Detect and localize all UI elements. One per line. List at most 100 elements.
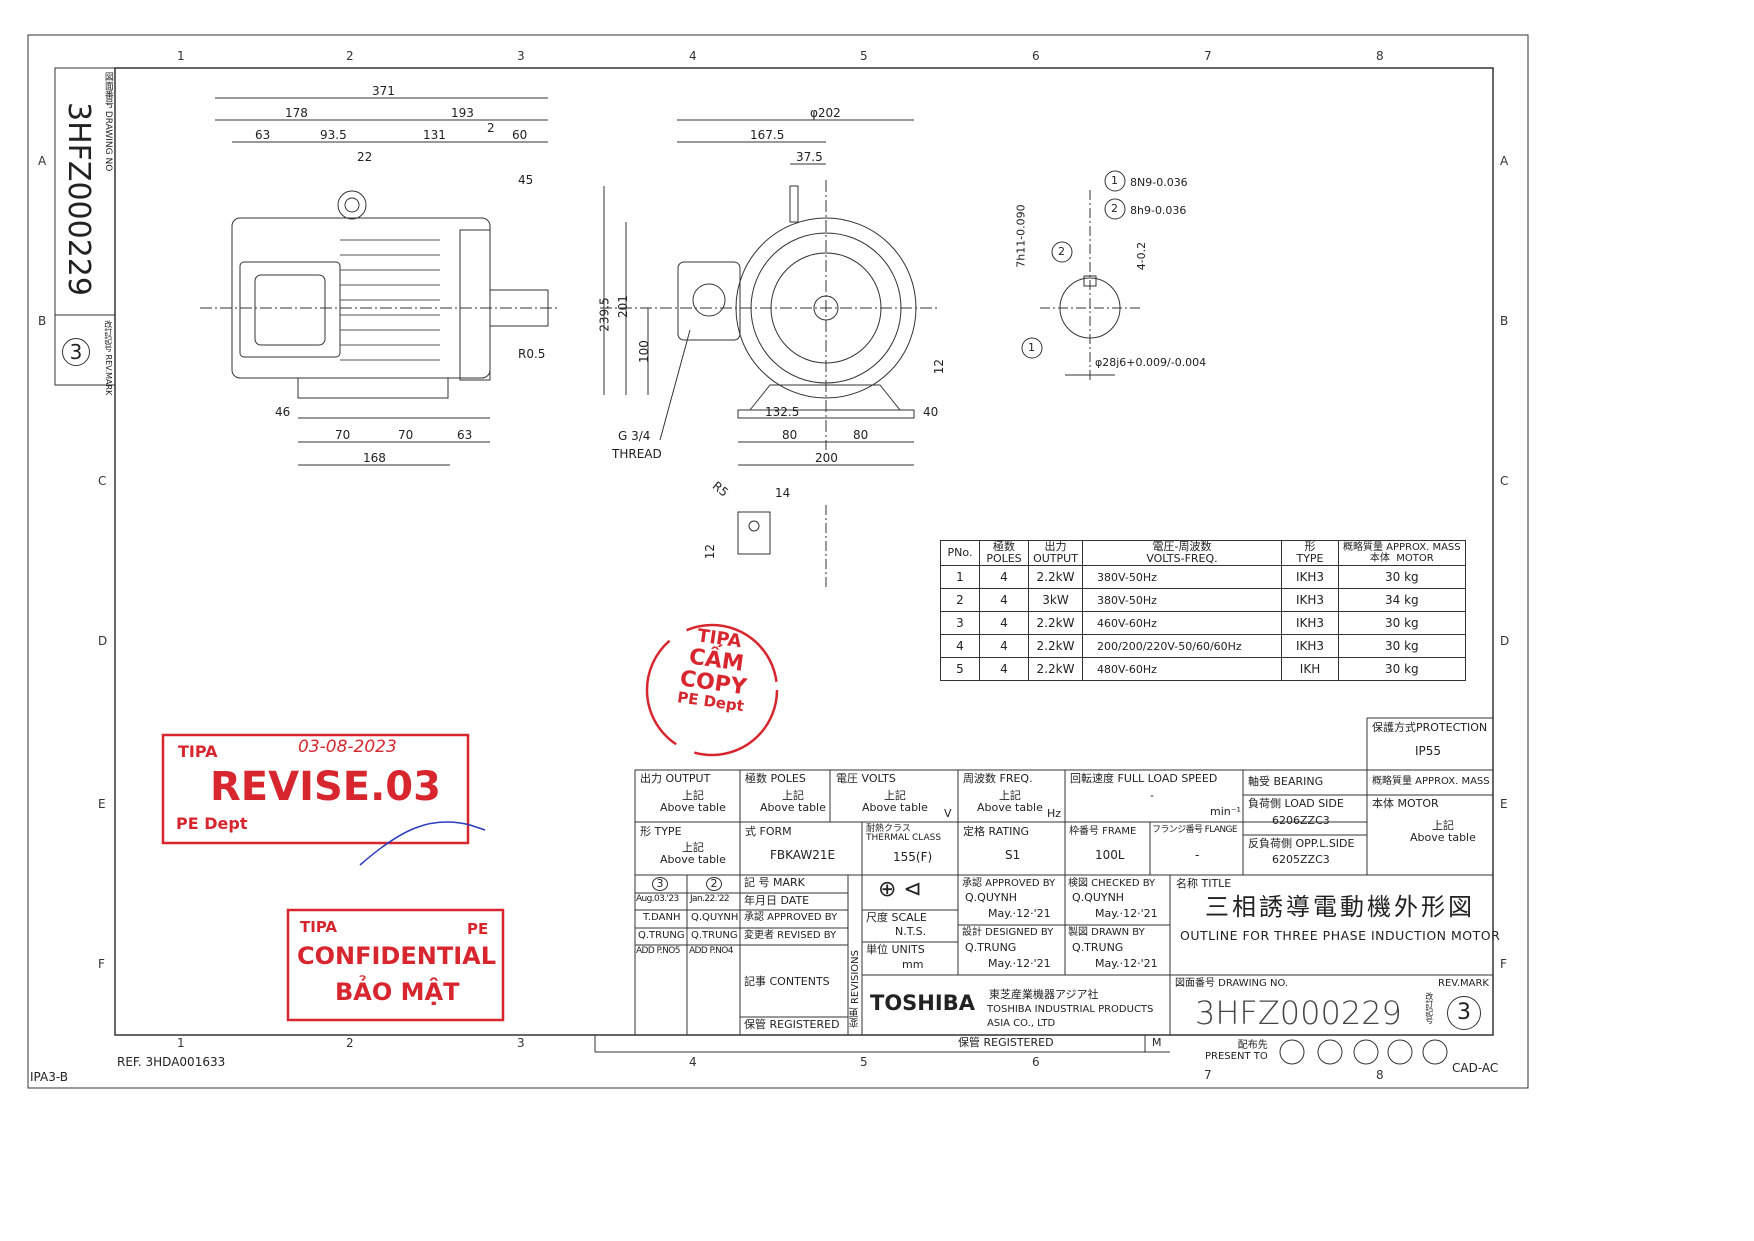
- revision-contents: ADD P.NO4: [689, 946, 734, 956]
- table-cell: 2.2kW: [1028, 611, 1083, 636]
- checked-by-date: May.·12·'21: [1095, 907, 1158, 920]
- table-cell: IKH3: [1281, 565, 1339, 590]
- units-value: mm: [902, 958, 924, 971]
- zone-3: 3: [517, 49, 525, 63]
- present-to-label: 配布先 PRESENT TO: [1205, 1040, 1268, 1062]
- dim: 371: [372, 84, 395, 98]
- output-label: 出力 OUTPUT: [640, 772, 711, 785]
- opp-side-value: 6205ZZC3: [1272, 853, 1330, 866]
- frame-value: 100L: [1095, 848, 1125, 862]
- drawing-number: 3HFZ000229: [1195, 994, 1402, 1032]
- dim: 80: [853, 428, 869, 442]
- checked-by-name: Q.QUYNH: [1072, 891, 1125, 904]
- confidential-stamp-vn: BẢO MẬT: [335, 978, 460, 1006]
- table-cell: 380V-50Hz: [1082, 588, 1282, 613]
- zone-2: 2: [346, 49, 354, 63]
- table-cell: 3kW: [1028, 588, 1083, 613]
- dim: φ202: [810, 106, 841, 120]
- designed-by-label: 設計 DESIGNED BY: [962, 927, 1054, 938]
- zone-b8: 8: [1376, 1068, 1384, 1082]
- zone-e: E: [98, 797, 106, 811]
- poles-label: 極数 POLES: [745, 772, 806, 785]
- header-output: 出力 OUTPUT: [1028, 539, 1083, 567]
- table-cell: 30 kg: [1338, 611, 1466, 636]
- units-label: 単位 UNITS: [866, 943, 925, 956]
- company-name-en: TOSHIBA INDUSTRIAL PRODUCTS: [987, 1004, 1154, 1015]
- company-name-en-2: ASIA CO., LTD: [987, 1018, 1056, 1029]
- designed-by-name: Q.TRUNG: [965, 941, 1017, 954]
- thermal-class-label: 耐熱クラス THERMAL CLASS: [866, 824, 942, 844]
- zone-d: D: [98, 634, 108, 648]
- table-cell: 4: [979, 611, 1029, 636]
- freq-unit: Hz: [1047, 807, 1062, 820]
- dim: 193: [451, 106, 474, 120]
- flange-label: フランジ番号 FLANGE: [1152, 825, 1238, 835]
- dim: 80: [782, 428, 798, 442]
- table-cell: 4: [979, 657, 1029, 682]
- dim: 46: [275, 405, 291, 419]
- speed-value: -: [1150, 789, 1154, 802]
- zone-4: 4: [689, 49, 697, 63]
- type-value: 上記 Above table: [660, 841, 726, 867]
- dim: 132.5: [765, 405, 800, 419]
- key-tolerance: 8h9-0.036: [1130, 204, 1187, 217]
- zone-b1: 1: [177, 1036, 185, 1050]
- key-tolerance: 8N9-0.036: [1130, 176, 1188, 189]
- protection-value: IP55: [1415, 744, 1442, 758]
- title-label: 名称 TITLE: [1176, 877, 1232, 890]
- callout-2: 2: [1111, 202, 1118, 215]
- table-cell: 200/200/220V-50/60/60Hz: [1082, 634, 1282, 659]
- zone-1: 1: [177, 49, 185, 63]
- dim: 12: [932, 358, 947, 375]
- dim: 22: [357, 150, 373, 164]
- approved-by-label: 承認 APPROVED BY: [962, 878, 1056, 889]
- zone-7: 7: [1204, 49, 1212, 63]
- callout-2: 2: [1058, 245, 1065, 258]
- rev-mark-jp-label: 改訂記号: [1424, 992, 1434, 1024]
- dim: 200: [815, 451, 838, 465]
- zone-6: 6: [1032, 49, 1040, 63]
- protection-label: 保護方式PROTECTION: [1372, 721, 1488, 734]
- dim: 178: [285, 106, 308, 120]
- zone-b-r: B: [1500, 314, 1509, 328]
- side-rev-mark: 3: [62, 338, 90, 366]
- zone-f-r: F: [1500, 957, 1507, 971]
- type-label: 形 TYPE: [640, 825, 682, 838]
- approved-label: 承認 APPROVED BY: [744, 912, 838, 923]
- output-value: 上記 Above table: [660, 789, 726, 815]
- form-value: FBKAW21E: [770, 848, 836, 862]
- header-poles: 極数 POLES: [979, 539, 1029, 567]
- drawn-by-label: 製図 DRAWN BY: [1068, 927, 1145, 938]
- form-label: 式 FORM: [745, 825, 792, 838]
- drawing-no-label: 図面番号 DRAWING NO.: [1175, 978, 1289, 989]
- dim: 70: [335, 428, 351, 442]
- header-pno: PNo.: [940, 539, 980, 567]
- zone-8: 8: [1376, 49, 1384, 63]
- table-cell: 4: [979, 588, 1029, 613]
- side-rev-label: 改訂記号 REV.MARK: [103, 320, 113, 396]
- callout-1: 1: [1111, 174, 1118, 187]
- mass-value: 上記 Above table: [1410, 819, 1476, 845]
- zone-b3: 3: [517, 1036, 525, 1050]
- contents-label: 記事 CONTENTS: [744, 975, 830, 988]
- revise-stamp-text: REVISE.03: [210, 764, 441, 810]
- bearing-label: 軸受 BEARING: [1248, 775, 1324, 788]
- table-cell: 4: [940, 634, 980, 659]
- zone-5: 5: [860, 49, 868, 63]
- approved-by-name: Q.QUYNH: [965, 891, 1018, 904]
- title-english: OUTLINE FOR THREE PHASE INDUCTION MOTOR: [1180, 928, 1501, 943]
- designed-by-date: May.·12·'21: [988, 957, 1051, 970]
- dim: 201: [615, 295, 630, 319]
- volts-unit: V: [944, 807, 952, 820]
- table-cell: IKH3: [1281, 588, 1339, 613]
- revision-approved: T.DANH: [643, 912, 681, 923]
- motor-label: 本体 MOTOR: [1372, 797, 1439, 810]
- drawn-by-name: Q.TRUNG: [1072, 941, 1124, 954]
- table-cell: IKH3: [1281, 611, 1339, 636]
- dim: 14: [775, 486, 791, 500]
- revision-revised: Q.TRUNG: [638, 930, 685, 941]
- shaft-section: [1021, 170, 1140, 380]
- side-drawing-no: 3HFZ000229: [61, 102, 96, 296]
